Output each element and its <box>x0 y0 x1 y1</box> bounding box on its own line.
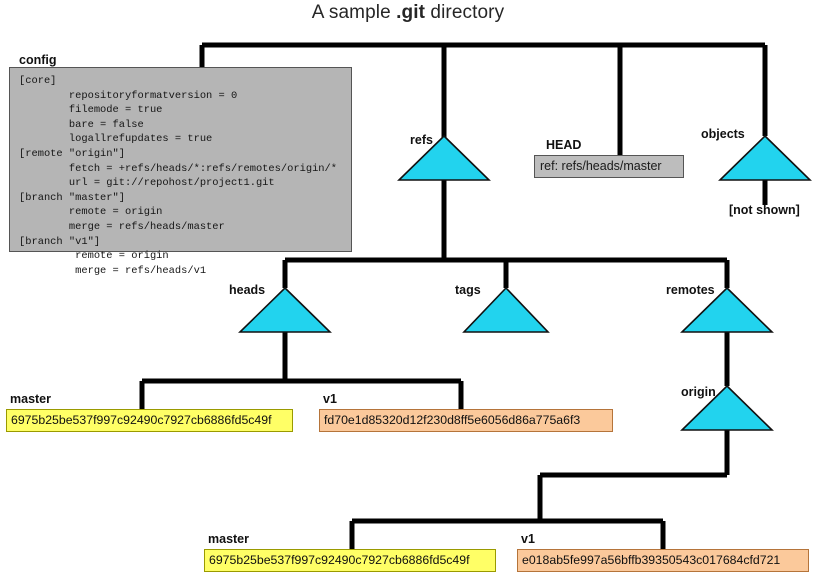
origin-v1-sha: e018ab5fe997a56bffb39350543c017684cfd721 <box>517 549 809 572</box>
config-file-content: [core] repositoryformatversion = 0 filem… <box>19 75 338 277</box>
objects-label: objects <box>701 127 745 141</box>
title-suffix: directory <box>425 2 505 23</box>
heads-v1-label: v1 <box>323 392 337 406</box>
remotes-label: remotes <box>666 283 715 297</box>
head-value-box: ref: refs/heads/master <box>534 155 684 178</box>
heads-label: heads <box>229 283 266 297</box>
heads-master-label: master <box>10 392 51 406</box>
head-label: HEAD <box>546 138 582 152</box>
page-title: A sample .git directory <box>0 2 816 24</box>
heads-master-sha: 6975b25be537f997c92490c7927cb6886fd5c49f <box>6 409 293 432</box>
origin-master-sha: 6975b25be537f997c92490c7927cb6886fd5c49f <box>204 549 496 572</box>
heads-v1-sha: fd70e1d85320d12f230d8ff5e6056d86a775a6f3 <box>319 409 613 432</box>
config-file-box: [core] repositoryformatversion = 0 filem… <box>9 67 352 277</box>
refs-label: refs <box>410 133 433 147</box>
origin-master-label: master <box>208 532 249 546</box>
title-bold: .git <box>396 2 426 23</box>
origin-label: origin <box>681 385 716 399</box>
title-prefix: A sample <box>311 2 397 23</box>
origin-v1-label: v1 <box>521 532 535 546</box>
tags-label: tags <box>455 283 481 297</box>
objects-triangle <box>718 134 812 181</box>
objects-not-shown-note: [not shown] <box>729 203 800 217</box>
config-label: config <box>19 53 57 67</box>
